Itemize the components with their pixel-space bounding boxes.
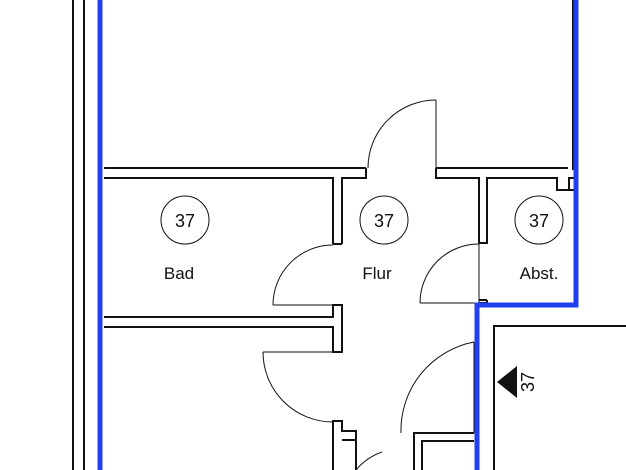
- unit-number-abst: 37: [529, 211, 549, 231]
- unit-bad: 37: [160, 195, 210, 245]
- section-marker-label: 37: [518, 372, 538, 392]
- door-bottom: [355, 451, 383, 470]
- wall-lower-right: [493, 325, 626, 470]
- wall-upper-left: [104, 167, 367, 245]
- apartment-boundary-right: [474, 0, 579, 470]
- room-label-abst: Abst.: [520, 264, 559, 283]
- door-top-center: [367, 99, 437, 169]
- unit-number-flur: 37: [374, 211, 394, 231]
- wall-upper-right: [435, 167, 578, 244]
- wall-middle-left: [104, 304, 343, 353]
- unit-number-bad: 37: [175, 211, 195, 231]
- room-label-flur: Flur: [362, 264, 392, 283]
- wall-lower: [332, 420, 474, 470]
- room-label-bad: Bad: [164, 264, 194, 283]
- door-lower-left: [262, 351, 334, 423]
- section-arrow-icon: [497, 366, 517, 398]
- unit-flur: 37: [359, 195, 409, 245]
- unit-abst: 37: [514, 195, 564, 245]
- section-marker: 37: [497, 366, 538, 398]
- outer-wall-left: [72, 0, 85, 470]
- door-entrance: [400, 341, 475, 434]
- door-bad: [272, 244, 334, 306]
- door-abst: [419, 243, 480, 304]
